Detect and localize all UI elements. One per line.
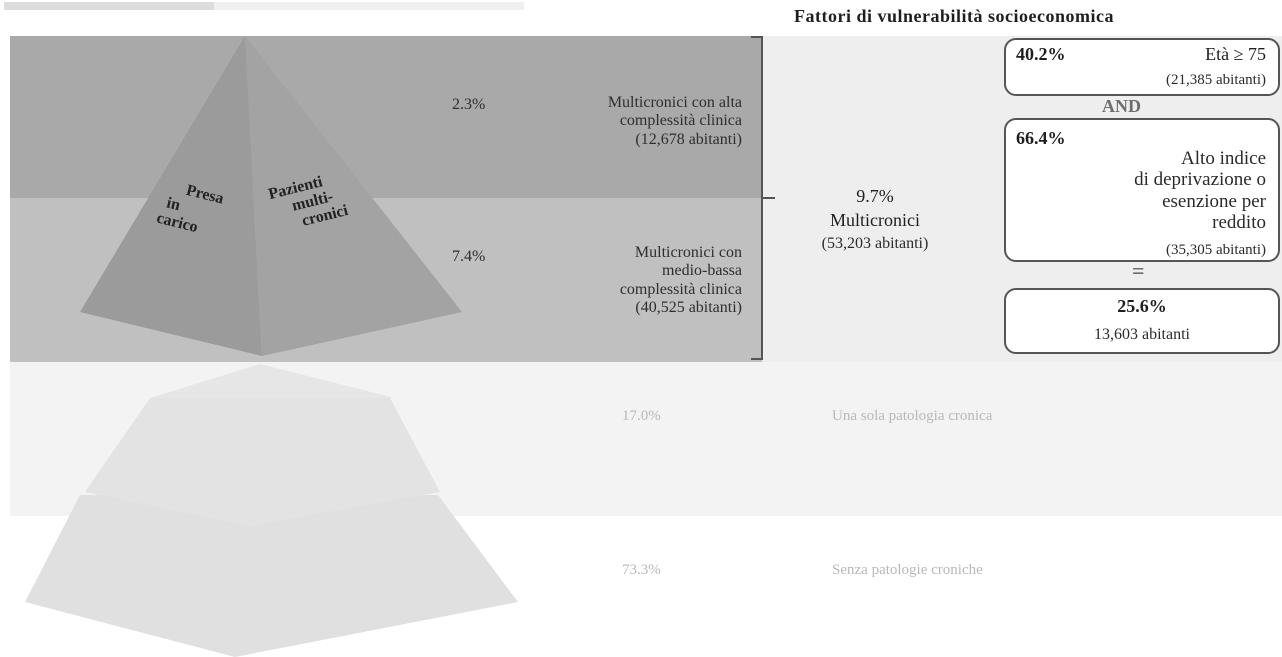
senza-patologie-label: Senza patologie croniche [832,562,983,578]
pyramid-graphic [25,36,518,657]
pyramid-base-segment [25,495,518,657]
factors-title: Fattori di vulnerabilità socioeconomica [794,6,1114,26]
result-box: 25.6% 13,603 abitanti [1004,288,1280,354]
medio-bassa-pct: 7.4% [452,248,486,265]
scan-strip-dark [4,2,214,10]
label-line: esenzione per [1162,190,1266,212]
label-line: di deprivazione o [1134,169,1266,191]
una-patologia-label: Una sola patologia cronica [832,408,993,424]
senza-patologie-pct: 73.3% [622,562,661,578]
result-pct: 25.6% [1117,296,1167,316]
alta-complessita-label: Multicronici con alta complessità clinic… [528,94,742,149]
label-line: Alto indice [1181,148,1266,169]
multicronici-label: Multicronici [830,210,920,231]
label-line: (40,525 abitanti) [635,299,742,317]
eta-label: Età ≥ 75 [1205,44,1266,64]
eta-factor-box: 40.2% Età ≥ 75 (21,385 abitanti) [1004,38,1280,96]
multicronici-bracket [751,36,763,360]
eta-sub: (21,385 abitanti) [1166,72,1266,88]
label-line: complessità clinica [619,280,742,298]
deprivazione-label: Alto indice di deprivazione o esenzione … [1134,148,1266,233]
multicronici-sub: (53,203 abitanti) [821,234,929,252]
deprivazione-factor-box: 66.4% Alto indice di deprivazione o esen… [1004,118,1280,262]
label-line: (12,678 abitanti) [635,130,742,148]
scan-strip [4,2,524,10]
deprivazione-pct: 66.4% [1016,128,1066,148]
pyramid-top-right-face [245,36,462,356]
and-operator: AND [1102,96,1141,116]
label-line: Multicronici con alta [607,94,742,111]
alta-complessita-pct: 2.3% [452,96,486,113]
pyramid-middle-segment [85,398,440,526]
multicronici-pct: 9.7% [856,186,894,206]
una-patologia-pct: 17.0% [622,408,661,424]
multicronici-bracket-tick [763,197,775,199]
medio-bassa-label: Multicronici con medio-bassa complessità… [528,244,742,318]
eta-pct: 40.2% [1016,44,1066,64]
pyramid-top-left-face [80,36,262,356]
label-line: reddito [1212,211,1266,233]
pyramid-cap-segment [150,364,395,398]
label-line: complessità clinica [619,112,742,130]
multicronici-summary: 9.7% Multicronici (53,203 abitanti) [770,184,980,254]
result-sub: 13,603 abitanti [1094,326,1190,343]
deprivazione-sub: (35,305 abitanti) [1166,242,1266,258]
label-line: medio-bassa [662,262,742,280]
label-line: Multicronici con [634,244,742,261]
equals-operator: = [1132,258,1145,283]
